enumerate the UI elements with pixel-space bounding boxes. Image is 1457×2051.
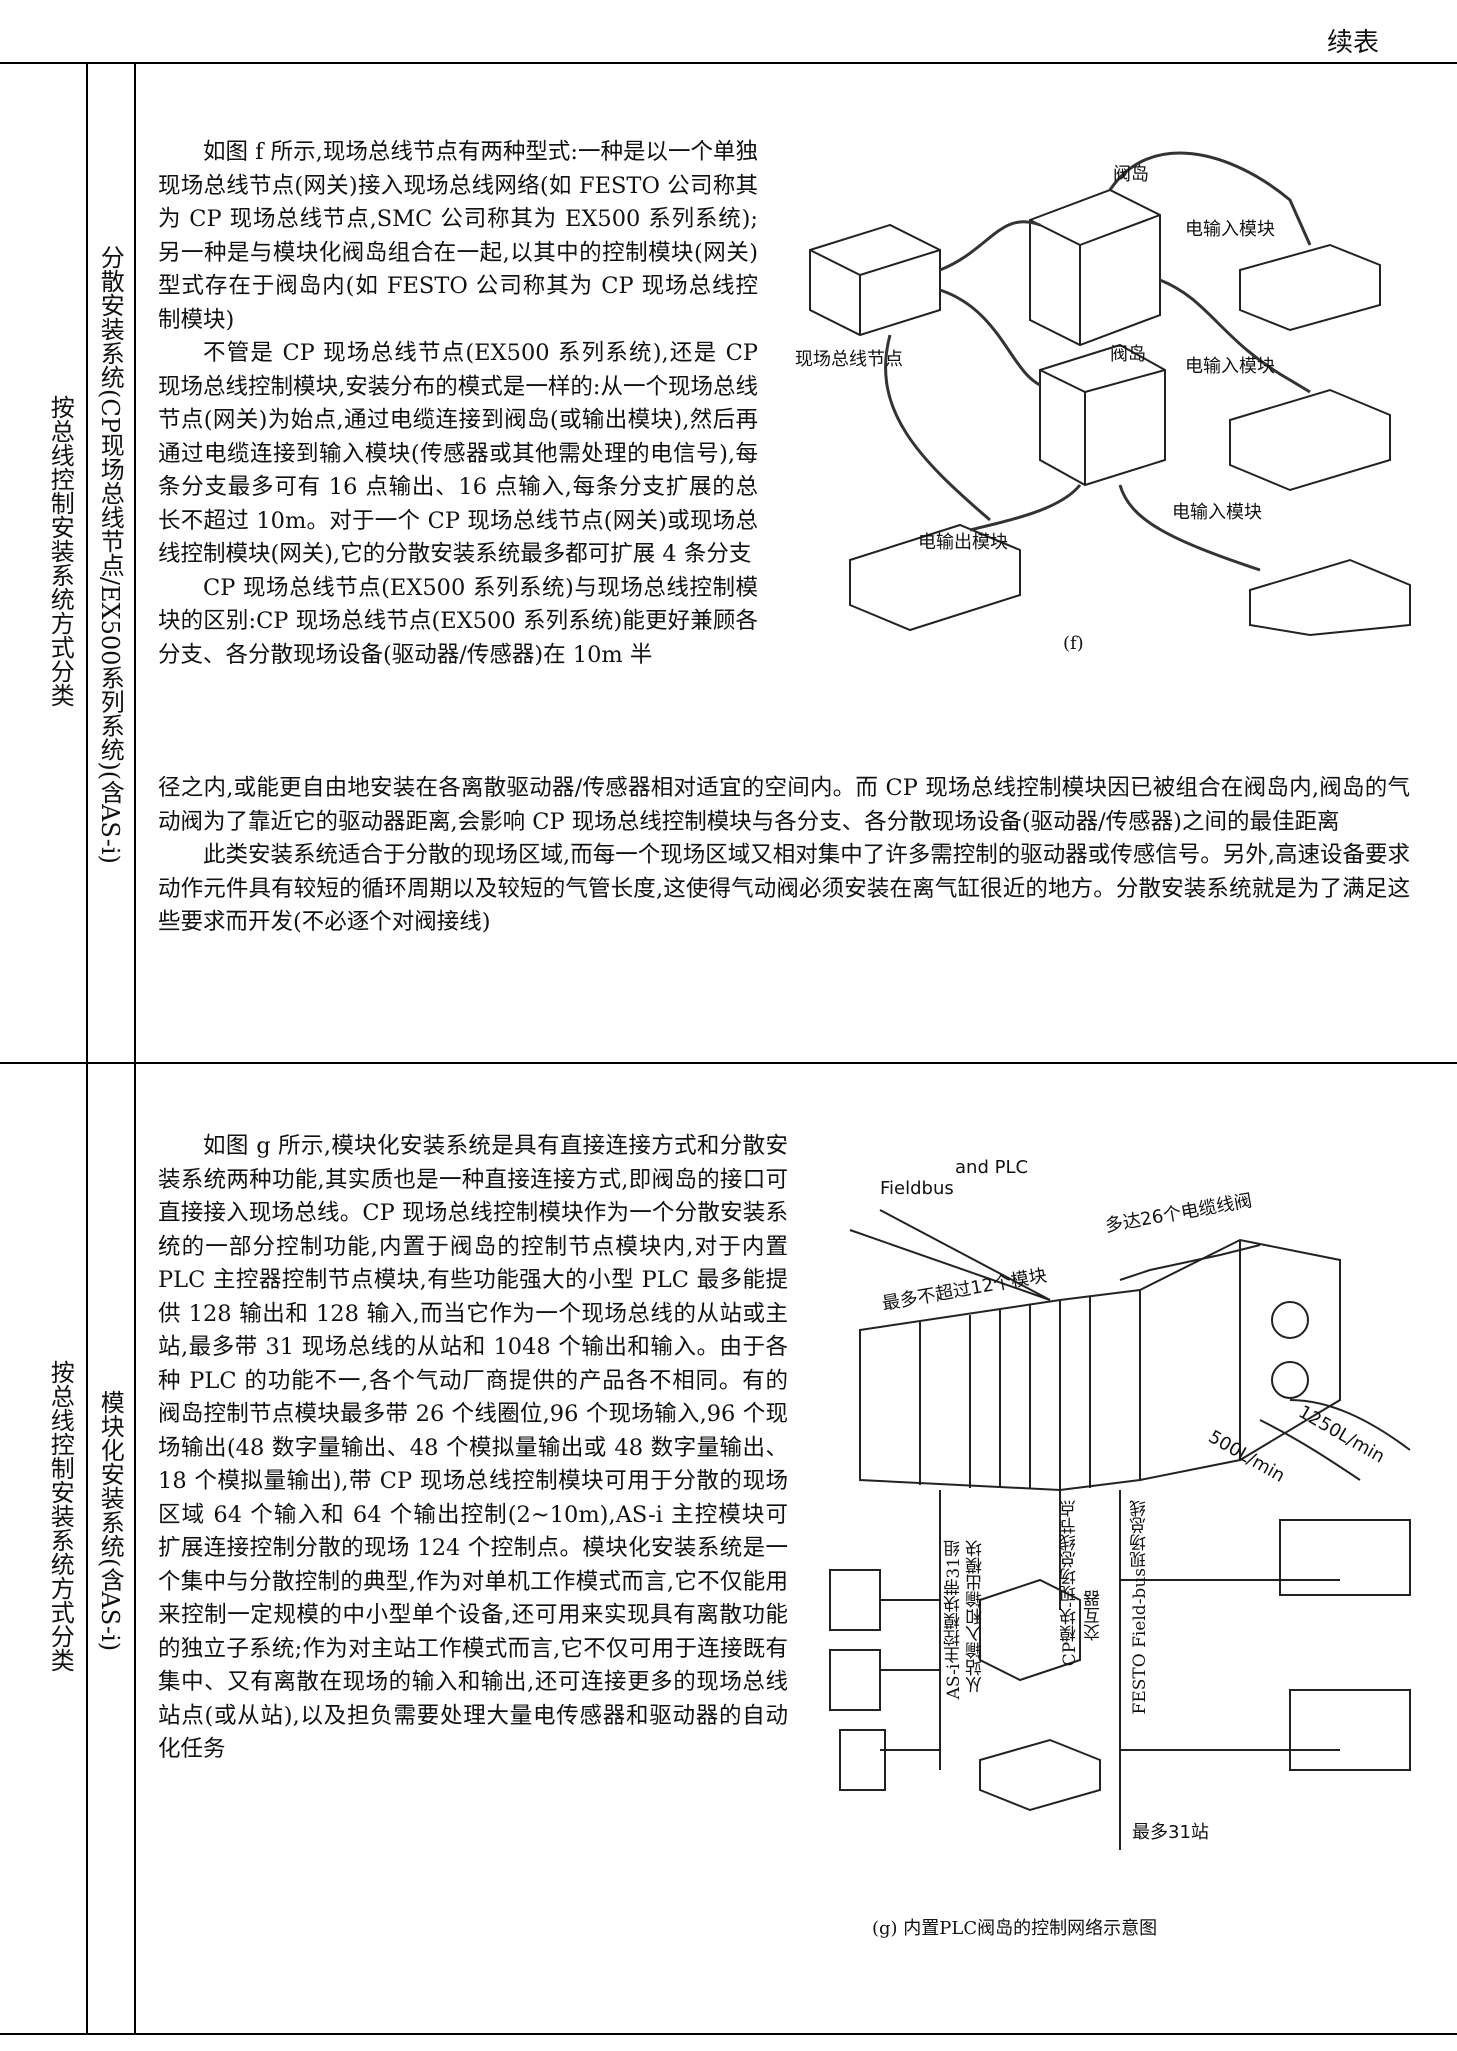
section1-paragraph-3-continued: 径之内,或能更自由地安装在各离散驱动器/传感器相对适宜的空间内。而 CP 现场总…: [158, 775, 1410, 835]
fig-g-label-and-plc: and PLC: [955, 1157, 1029, 1178]
subcategory-label-1: 分散安装系统(CP现场总线节点/EX500系列系统)(含AS-i): [96, 245, 125, 864]
fig-f-caption: (f): [1063, 633, 1084, 654]
section2-text: 如图 g 所示,模块化安装系统是具有直接连接方式和分散安装系统两种功能,其实质也…: [158, 1130, 788, 1767]
figure-f-fieldbus-node-diagram: [809, 151, 1411, 637]
continued-table-label: 续表: [1326, 28, 1379, 58]
section1-paragraph-4: 此类安装系统适合于分散的现场区域,而每一个现场区域又相对集中了许多需控制的驱动器…: [158, 842, 1410, 935]
fig-f-label-input-module-1: 电输入模块: [1185, 219, 1275, 240]
category-label-1: 按总线控制安装系统方式分类: [46, 395, 75, 707]
fig-f-label-input-module-2: 电输入模块: [1185, 356, 1275, 377]
fig-f-label-valve-island-2: 阀岛: [1110, 344, 1146, 365]
section2-paragraph: 如图 g 所示,模块化安装系统是具有直接连接方式和分散安装系统两种功能,其实质也…: [158, 1133, 788, 1762]
table-top-border: [0, 62, 1457, 64]
fig-g-label-cp-line2: 交互器: [1084, 1590, 1104, 1641]
section1-paragraph-2: 不管是 CP 现场总线节点(EX500 系列系统),还是 CP 现场总线控制模块…: [158, 340, 758, 567]
column-divider-2: [134, 62, 136, 2033]
section1-paragraph-3: CP 现场总线节点(EX500 系列系统)与现场总线控制模块的区别:CP 现场总…: [158, 574, 758, 668]
column-divider-1: [86, 62, 88, 2033]
fig-g-label-cp-line1: CP模块-现场总线节点: [1060, 1500, 1080, 1667]
fig-g-caption: (g) 内置PLC阀岛的控制网络示意图: [872, 1918, 1158, 1939]
figure-g-plc-valve-network-diagram: [829, 1209, 1411, 1850]
table-bottom-border: [0, 2033, 1457, 2035]
fig-f-label-input-module-3: 电输入模块: [1172, 502, 1262, 523]
fig-f-label-fieldbus-node: 现场总线节点: [795, 349, 903, 370]
fig-g-label-asi-line1: AS-i主控模块带31组: [944, 1540, 964, 1700]
subcategory-label-2: 模块化安装系统(含AS-i): [96, 1390, 125, 1652]
fig-g-label-festo-bus: FESTO Field-bus现场总线: [1130, 1500, 1150, 1715]
section1-text-wide: 径之内,或能更自由地安装在各离散驱动器/传感器相对适宜的空间内。而 CP 现场总…: [158, 772, 1410, 940]
fig-g-label-31-stations: 最多31站: [1132, 1822, 1209, 1843]
section1-paragraph-1: 如图 f 所示,现场总线节点有两种型式:一种是以一个单独现场总线节点(网关)接入…: [158, 139, 758, 333]
category-label-2: 按总线控制安装系统方式分类: [46, 1360, 75, 1672]
fig-g-label-fieldbus: Fieldbus: [880, 1178, 954, 1199]
table-row-divider: [0, 1062, 1457, 1064]
fig-g-label-asi-line2: 从站输入和输出模块: [966, 1540, 986, 1693]
fig-f-label-valve-island-1: 阀岛: [1113, 164, 1149, 185]
section1-text-narrow: 如图 f 所示,现场总线节点有两种型式:一种是以一个单独现场总线节点(网关)接入…: [158, 136, 758, 672]
fig-f-label-output-module: 电输出模块: [918, 532, 1008, 553]
